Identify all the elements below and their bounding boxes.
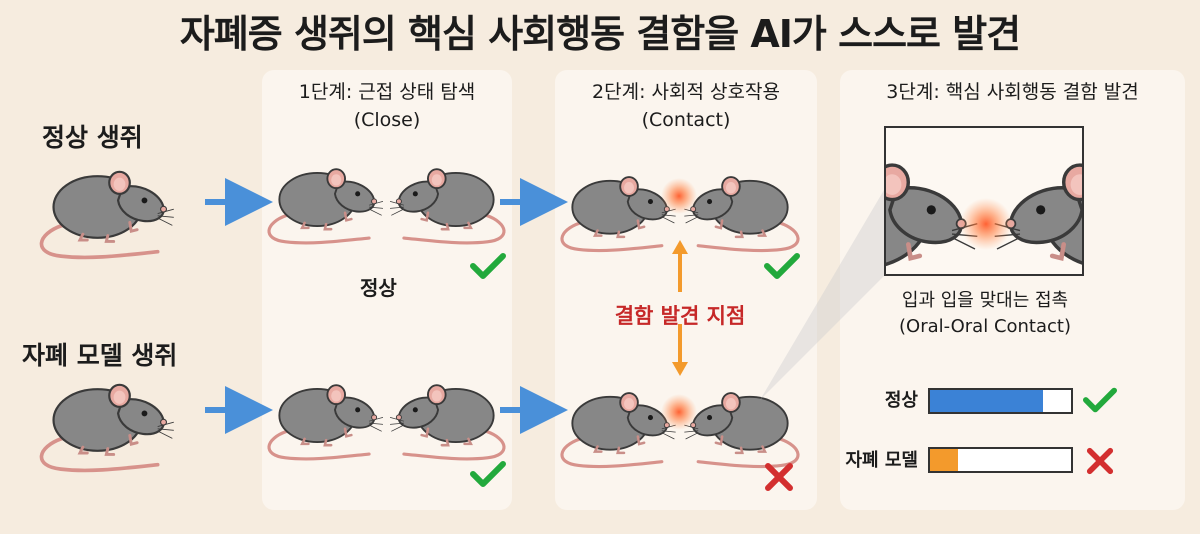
cross-icon bbox=[1086, 447, 1114, 475]
stage2-header: 2단계: 사회적 상호작용 (Contact) bbox=[555, 78, 817, 134]
check-icon bbox=[470, 461, 506, 487]
stage1-title: 1단계: 근접 상태 탐색 bbox=[298, 81, 476, 103]
arrow-right-icon bbox=[205, 386, 273, 434]
stage2-subtitle: (Contact) bbox=[641, 109, 731, 131]
stage2-normal-pair bbox=[560, 175, 800, 253]
contact-glow bbox=[661, 394, 697, 430]
arrow-down-icon bbox=[672, 324, 688, 376]
arrow-right-icon bbox=[500, 178, 568, 226]
arrow-up-icon bbox=[672, 240, 688, 292]
normal-mouse-label: 정상 생쥐 bbox=[42, 123, 143, 152]
stage1-normal-text: 정상 bbox=[360, 276, 397, 300]
zoom-oral-contact-image bbox=[886, 128, 1084, 276]
check-icon bbox=[764, 253, 800, 279]
main-title: 자폐증 생쥐의 핵심 사회행동 결함을 AI가 스스로 발견 bbox=[179, 12, 1021, 56]
stage3-title: 3단계: 핵심 사회행동 결함 발견 bbox=[886, 81, 1139, 103]
bar-track-normal bbox=[928, 388, 1073, 414]
stage2-autism-pair bbox=[560, 391, 800, 469]
check-icon bbox=[470, 253, 506, 279]
bar-label-normal: 정상 bbox=[884, 390, 918, 411]
zoom-caption-line2: (Oral-Oral Contact) bbox=[899, 316, 1071, 337]
stage3-header: 3단계: 핵심 사회행동 결함 발견 bbox=[840, 78, 1185, 106]
zoom-caption-line1: 입과 입을 맞대는 접촉 bbox=[901, 290, 1069, 311]
cross-icon bbox=[765, 463, 793, 491]
zoom-box bbox=[884, 126, 1084, 276]
autism-mouse-label: 자폐 모델 생쥐 bbox=[22, 341, 178, 370]
contact-glow bbox=[661, 178, 697, 214]
bar-label-autism: 자폐 모델 bbox=[845, 450, 918, 471]
contact-glow bbox=[960, 198, 1012, 250]
zoom-caption: 입과 입을 맞대는 접촉 (Oral-Oral Contact) bbox=[850, 288, 1120, 340]
stage1-header: 1단계: 근접 상태 탐색 (Close) bbox=[262, 78, 512, 134]
bar-fill-normal bbox=[930, 390, 1043, 412]
arrow-right-icon bbox=[500, 386, 568, 434]
bar-track-autism bbox=[928, 447, 1073, 473]
arrow-right-icon bbox=[205, 178, 273, 226]
check-icon bbox=[1083, 387, 1117, 413]
stage1-subtitle: (Close) bbox=[353, 109, 421, 131]
stage2-title: 2단계: 사회적 상호작용 bbox=[592, 81, 780, 103]
bar-fill-autism bbox=[930, 449, 959, 471]
